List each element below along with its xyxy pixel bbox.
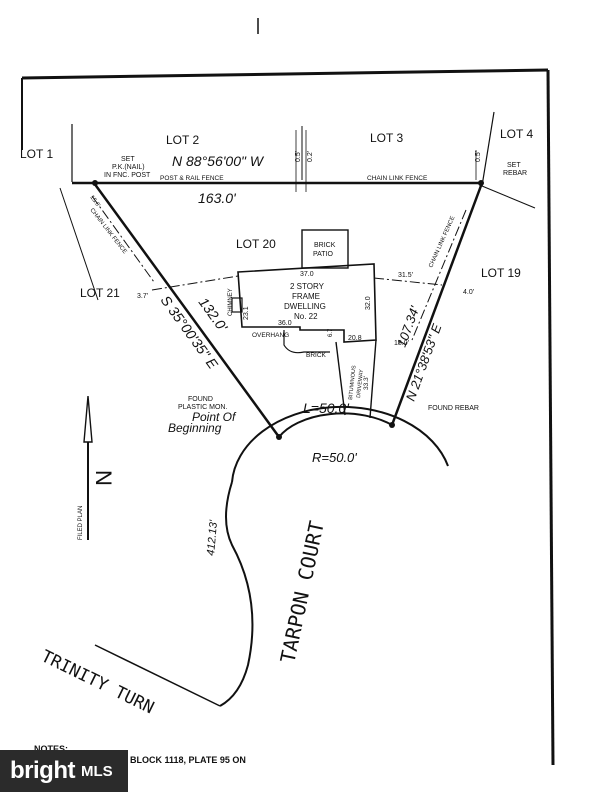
chimney-label: CHIMNEY (228, 288, 234, 316)
pob-line2: Beginning (168, 421, 222, 435)
set-pk-line2: P.K.(NAIL) (112, 164, 145, 171)
pk-nail-corner (92, 180, 98, 186)
frame-top (21, 68, 549, 80)
trinity-turn-edge (94, 644, 221, 707)
lot20-label: LOT 20 (236, 237, 276, 251)
curve-radius: R=50.0' (312, 450, 357, 465)
chain-link-top-label: CHAIN LINK FENCE (367, 175, 428, 182)
patio-label-1: BRICK (314, 242, 336, 249)
notes-label: NOTES: (34, 744, 68, 754)
arc-length-label: 412.13' (205, 519, 220, 557)
driveway-label-2: DRIVEWAY (356, 369, 365, 399)
found-plastic-line2: PLASTIC MON. (178, 404, 227, 411)
lot1-label: LOT 1 (20, 147, 53, 161)
offset-right-label: 0.2' (307, 151, 314, 162)
pob-line1: Point Of (192, 410, 237, 424)
found-plastic-line1: FOUND (188, 396, 213, 403)
fence-offset-left (151, 275, 239, 291)
lot-line-3-4 (481, 111, 495, 187)
tarpon-court-label: TARPON COURT (275, 519, 329, 665)
lot21-label: LOT 21 (80, 286, 120, 300)
driveway-right (369, 339, 377, 419)
west-property-line (92, 182, 281, 438)
watermark-suffix: MLS (80, 762, 113, 780)
curve-length: L=50.0' (303, 400, 350, 416)
north-bearing: N 88°56'00" W (172, 153, 265, 169)
watermark-brand: bright (10, 757, 75, 784)
chain-link-left-label: CHAIN LINK FENCE (88, 208, 127, 256)
offset-left-label: 0.5' (295, 151, 302, 162)
notes-text: BLOCK 1118, PLATE 95 ON (130, 755, 246, 765)
chain-fence-left (91, 195, 155, 283)
fence-offset-right (373, 277, 443, 286)
north-distance: 163.0' (198, 190, 237, 206)
dwelling-footprint (237, 263, 377, 343)
set-pk-line3: IN FNC. POST (104, 172, 151, 179)
lot-line-right-ext (481, 185, 536, 209)
set-rebar-line2: REBAR (503, 170, 527, 177)
north-arrow-head (83, 395, 93, 443)
house-dim-right: 32.0 (365, 296, 372, 310)
house-label-2: FRAME (292, 292, 320, 301)
frame-right (546, 69, 555, 766)
brick-walk (283, 330, 330, 354)
patio-label-2: PATIO (313, 251, 334, 258)
offset-drive-length: 33.3' (363, 376, 370, 390)
trinity-turn-label: TRINITY TURN (38, 647, 157, 719)
set-rebar-line1: SET (507, 162, 521, 169)
overhang-label: OVERHANG (252, 332, 289, 339)
property-frontage-arc (278, 412, 393, 438)
house-label-3: DWELLING (284, 302, 326, 311)
offset-far-right-label: 0.5' (475, 151, 482, 162)
found-rebar-label: FOUND REBAR (428, 405, 479, 412)
mls-watermark: bright MLS (0, 750, 128, 792)
chain-fence-right (411, 209, 467, 341)
lot19-label: LOT 19 (481, 266, 521, 280)
house-label-4: No. 22 (294, 312, 318, 321)
rebar-corner-ne (478, 180, 484, 186)
lot4-label: LOT 4 (500, 127, 533, 141)
house-dim-bottom-right: 20.8 (348, 335, 362, 342)
set-pk-line1: SET (121, 156, 135, 163)
street-left-edge (219, 481, 254, 707)
house-dim-top: 37.0 (300, 271, 314, 278)
east-property-line (390, 182, 484, 426)
offset-right-top: 31.5' (398, 272, 413, 279)
offset-left-side: 3.7' (137, 293, 148, 300)
house-label-1: 2 STORY (290, 282, 325, 291)
filed-plan-label: FILED PLAN (78, 506, 84, 540)
house-dim-bottom: 36.0 (278, 320, 292, 327)
offset-right-side: 4.0' (463, 289, 474, 296)
post-rail-fence-label: POST & RAIL FENCE (160, 175, 224, 182)
brick-patio (301, 229, 349, 269)
brick-walk-label: BRICK (306, 352, 327, 359)
driveway-left (335, 341, 346, 416)
offset-left-top: 15.0' (88, 195, 100, 209)
lot2-label: LOT 2 (166, 133, 199, 147)
cul-de-sac-curve (231, 405, 449, 483)
north-arrow-letter: N (91, 470, 116, 486)
chimney (231, 297, 243, 313)
offset-drive-side: 18.0' (394, 340, 409, 347)
house-dim-step: 6.7 (328, 328, 334, 337)
house-dim-left: 23.1 (243, 306, 250, 320)
lot3-label: LOT 3 (370, 131, 403, 145)
driveway-label-1: BITUMINOUS (348, 365, 358, 400)
lot-line-left-ext (59, 187, 99, 301)
